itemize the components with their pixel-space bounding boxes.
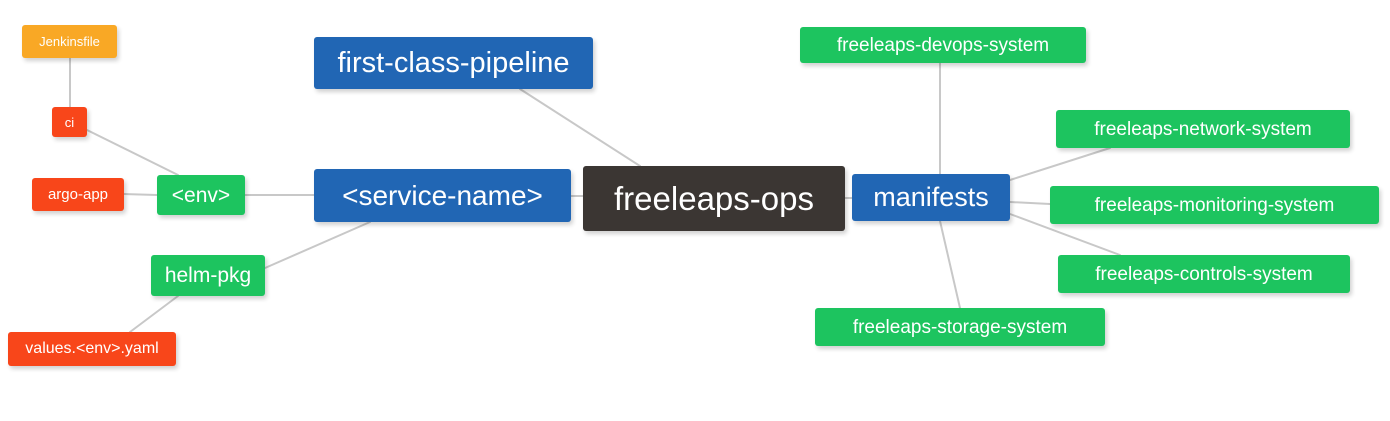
node-label-freeleaps-storage-system: freeleaps-storage-system [852,316,1068,338]
node-label-freeleaps-network-system: freeleaps-network-system [1094,118,1312,140]
node-label-argo-app: argo-app [47,186,109,203]
edge-first-class-pipeline-to-freeleaps-ops [519,88,641,167]
node-freeleaps-ops[interactable]: freeleaps-ops [583,166,845,231]
node-label-jenkinsfile: Jenkinsfile [39,34,100,49]
node-label-first-class-pipeline: first-class-pipeline [337,46,570,79]
node-jenkinsfile[interactable]: Jenkinsfile [22,25,117,58]
node-label-freeleaps-controls-system: freeleaps-controls-system [1095,263,1313,285]
node-label-helm-pkg: helm-pkg [164,264,252,287]
node-values-env-yaml[interactable]: values.<env>.yaml [8,332,176,366]
edge-manifests-to-freeleaps-network-system [1009,147,1111,181]
node-label-freeleaps-monitoring-system: freeleaps-monitoring-system [1094,194,1335,216]
edge-service-name-to-helm-pkg [264,221,371,269]
node-label-manifests: manifests [873,182,989,212]
edge-argo-app-to-env [123,193,158,196]
edge-manifests-to-freeleaps-storage-system [939,220,961,309]
node-freeleaps-monitoring-system[interactable]: freeleaps-monitoring-system [1050,186,1379,224]
node-label-env: <env> [171,183,231,207]
node-freeleaps-controls-system[interactable]: freeleaps-controls-system [1058,255,1350,293]
node-label-ci: ci [64,114,75,130]
node-env[interactable]: <env> [157,175,245,215]
node-argo-app[interactable]: argo-app [32,178,124,211]
node-label-freeleaps-ops: freeleaps-ops [614,180,814,217]
node-freeleaps-network-system[interactable]: freeleaps-network-system [1056,110,1350,148]
node-freeleaps-storage-system[interactable]: freeleaps-storage-system [815,308,1105,346]
node-label-service-name: <service-name> [342,179,543,211]
node-ci[interactable]: ci [52,107,87,137]
node-label-freeleaps-devops-system: freeleaps-devops-system [836,34,1050,56]
node-service-name[interactable]: <service-name> [314,169,571,222]
node-manifests[interactable]: manifests [852,174,1010,221]
node-label-values-env-yaml: values.<env>.yaml [25,340,159,357]
node-helm-pkg[interactable]: helm-pkg [151,255,265,296]
edge-helm-pkg-to-values-env-yaml [129,295,179,333]
edge-manifests-to-freeleaps-monitoring-system [1009,201,1051,205]
node-first-class-pipeline[interactable]: first-class-pipeline [314,37,593,89]
edge-ci-to-env [86,129,179,176]
node-freeleaps-devops-system[interactable]: freeleaps-devops-system [800,27,1086,63]
